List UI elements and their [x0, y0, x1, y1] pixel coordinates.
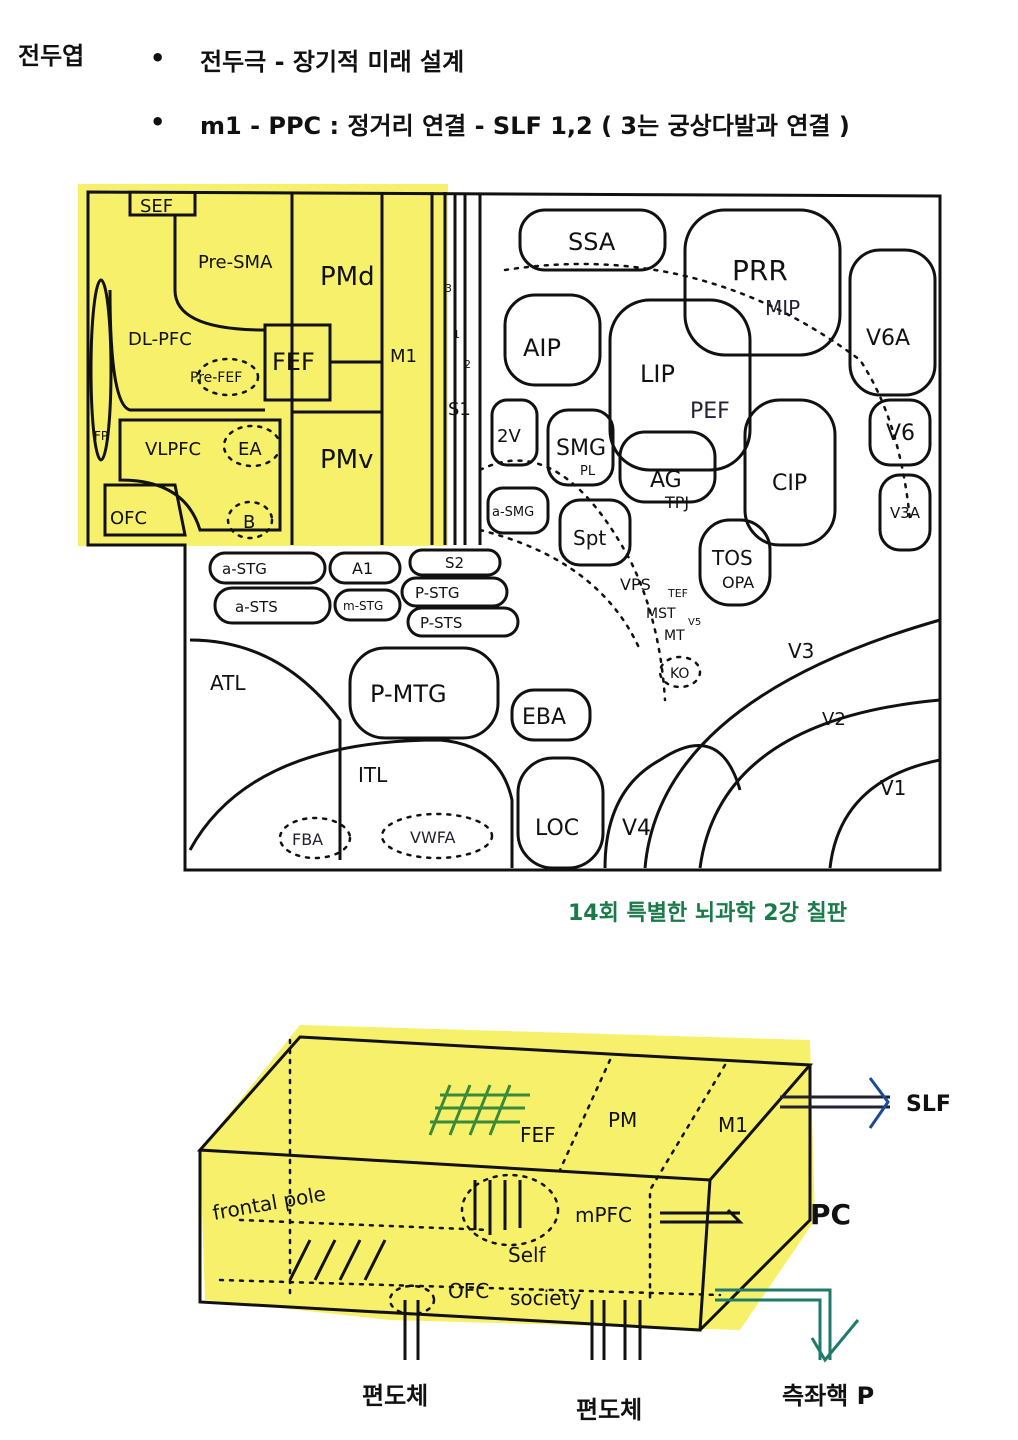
- box-label-ofc: OFC: [448, 1279, 489, 1303]
- label-tpj: TPJ: [664, 493, 689, 512]
- brain-map-labels: SEF Pre-SMA PMd DL-PFC Pre-FEF FEF M1 VL…: [94, 196, 921, 849]
- label-spt: Spt: [573, 526, 606, 550]
- ea-outline: [222, 424, 282, 468]
- label-atl: ATL: [210, 671, 246, 695]
- label-a-sts: a-STS: [235, 598, 278, 616]
- label-fba: FBA: [292, 830, 323, 849]
- label-tos: TOS: [711, 546, 753, 570]
- label-a-smg: a-SMG: [492, 505, 534, 520]
- label-2v: 2V: [497, 426, 521, 447]
- amygdala-label-2: 편도체: [576, 1396, 643, 1424]
- label-mip: MIP: [765, 296, 800, 320]
- label-vlpfc: VLPFC: [145, 439, 201, 460]
- pc-label: PC: [810, 1198, 852, 1231]
- parietal-regions: [208, 208, 937, 870]
- label-tef: TEF: [667, 587, 688, 600]
- label-v5: V5: [688, 617, 701, 628]
- label-ofc: OFC: [110, 508, 147, 529]
- label-a-stg: a-STG: [222, 560, 267, 578]
- label-v3a: V3A: [890, 504, 921, 522]
- label-pmd: PMd: [320, 262, 375, 292]
- label-v1: V1: [880, 776, 906, 800]
- label-cip: CIP: [772, 471, 807, 496]
- bullet-dot: •: [150, 44, 166, 72]
- label-vps: VPS: [620, 575, 651, 594]
- label-pre-fef: Pre-FEF: [190, 370, 242, 386]
- label-ea: EA: [238, 439, 262, 460]
- label-ag: AG: [650, 468, 682, 493]
- label-eba: EBA: [522, 705, 566, 730]
- pre-fef-outline: [196, 357, 260, 397]
- label-v6: V6: [886, 421, 915, 446]
- box-label-pm: PM: [608, 1108, 637, 1132]
- label-m-stg: m-STG: [343, 599, 383, 613]
- label-b: B: [243, 512, 255, 533]
- label-pre-sma: Pre-SMA: [198, 252, 273, 273]
- label-p-stg: P-STG: [415, 584, 459, 602]
- label-aip: AIP: [523, 334, 561, 362]
- label-pl: PL: [580, 464, 596, 479]
- dotted-boundaries: [478, 262, 912, 702]
- label-loc: LOC: [535, 816, 579, 841]
- label-a1: A1: [352, 559, 373, 578]
- label-3: 3: [445, 282, 452, 295]
- label-m1: M1: [390, 346, 417, 367]
- frontal-box-diagram: FEF PM M1 frontal pole mPFC Self OFC soc…: [196, 1025, 890, 1363]
- label-s2: S2: [445, 554, 464, 572]
- label-p-sts: P-STS: [420, 614, 462, 632]
- label-ssa: SSA: [568, 228, 616, 256]
- bullet-2: m1 - PPC : 정거리 연결 - SLF 1,2 ( 3는 궁상다발과 연…: [200, 112, 850, 140]
- label-2: 2: [464, 358, 471, 371]
- label-s1: S1: [448, 399, 471, 420]
- box-label-m1: M1: [718, 1113, 748, 1137]
- slf-label: SLF: [906, 1092, 951, 1117]
- label-mst: MST: [646, 606, 676, 622]
- label-fp: FP: [94, 429, 108, 443]
- label-ko: KO: [670, 666, 689, 682]
- section-title: 전두엽: [18, 42, 85, 70]
- map-frame: [86, 190, 942, 872]
- label-itl: ITL: [358, 763, 388, 787]
- temporal-occipital-lines: [188, 618, 941, 869]
- label-v3: V3: [788, 639, 814, 663]
- label-prr: PRR: [732, 254, 788, 287]
- label-v4: V4: [622, 816, 651, 841]
- box-label-mpfc: mPFC: [575, 1203, 632, 1227]
- box-label-self: Self: [508, 1243, 547, 1267]
- frontal-regions: [103, 192, 382, 537]
- label-mt: MT: [664, 628, 685, 644]
- bullet-dot: •: [150, 108, 166, 136]
- label-sef: SEF: [140, 196, 173, 217]
- label-p-mtg: P-MTG: [370, 680, 447, 708]
- label-v6a: V6A: [866, 326, 910, 351]
- amygdala-label-1: 편도체: [362, 1382, 429, 1410]
- strip-lines: [290, 192, 482, 545]
- b-outline: [226, 500, 274, 540]
- label-1: 1: [453, 328, 460, 341]
- box-label-fef: FEF: [520, 1123, 556, 1147]
- label-pmv: PMv: [320, 445, 374, 475]
- nucleus-accumbens-label: 측좌핵 P: [782, 1382, 875, 1410]
- label-fef: FEF: [272, 348, 315, 376]
- box-label-society: society: [510, 1286, 581, 1310]
- label-dl-pfc: DL-PFC: [128, 329, 192, 350]
- map-caption: 14회 특별한 뇌과학 2강 칠판: [568, 901, 847, 926]
- ko-outline: [658, 655, 702, 689]
- label-vwfa: VWFA: [410, 828, 456, 847]
- label-smg: SMG: [556, 436, 606, 461]
- bullet-1: 전두극 - 장기적 미래 설계: [200, 48, 465, 76]
- label-pef: PEF: [690, 399, 730, 424]
- label-opa: OPA: [722, 573, 754, 592]
- vwfa-outline: [380, 812, 494, 860]
- fba-outline: [278, 816, 352, 860]
- label-v2: V2: [822, 709, 846, 730]
- label-lip: LIP: [640, 360, 675, 388]
- fp-region: [89, 278, 113, 462]
